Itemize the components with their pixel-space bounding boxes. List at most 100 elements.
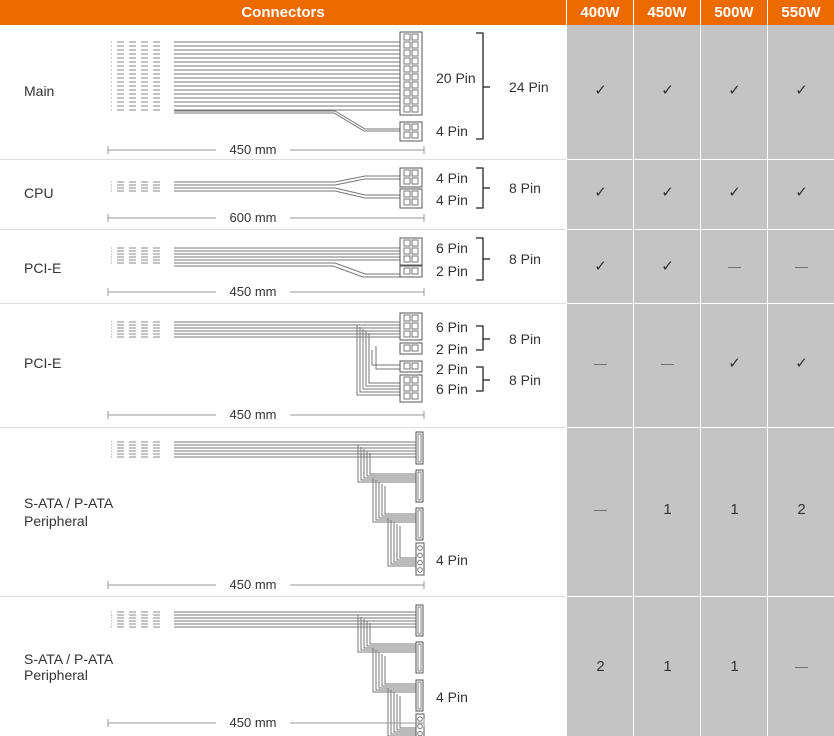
cable [393, 522, 417, 563]
row-divider [566, 427, 834, 428]
cable-length: 450 mm [216, 577, 290, 593]
cable [381, 484, 417, 517]
sata-slot [417, 509, 422, 539]
molex-pin [417, 730, 423, 736]
connector-name: S-ATA / P-ATA [24, 495, 114, 511]
connector-pin [403, 362, 411, 370]
molex-pin [417, 552, 423, 559]
molex-pin [417, 545, 423, 551]
connector-name: PCI-E [24, 355, 62, 371]
cable [369, 453, 417, 475]
connector-pin [411, 97, 419, 105]
model-header-500w: 500W [701, 0, 767, 25]
compatibility-cell: ✓ [594, 258, 607, 275]
connector-name: Peripheral [24, 667, 88, 683]
connector-pin [411, 344, 419, 352]
pin-label: 6 Pin [436, 240, 468, 256]
connector-pin [411, 392, 419, 400]
row-divider [566, 159, 834, 160]
compatibility-cell: ✓ [795, 82, 808, 99]
pin-label: 4 Pin [436, 123, 468, 139]
sata-slot [417, 471, 422, 501]
pin-group-label: 8 Pin [509, 251, 541, 267]
pin-group-label: 8 Pin [509, 331, 541, 347]
connector-4pin [399, 167, 423, 188]
cable [384, 656, 417, 685]
connector-pin [411, 131, 419, 139]
molex-pin [417, 723, 423, 730]
cable [366, 451, 417, 477]
row-divider [566, 596, 834, 597]
row-divider [566, 303, 834, 304]
cable [372, 648, 417, 693]
connector-name: Main [24, 83, 55, 99]
cable [334, 178, 401, 186]
cable-diagrams [107, 31, 490, 736]
cable [390, 690, 417, 735]
connector-pin [411, 247, 419, 255]
column-divider [767, 0, 768, 736]
connector-pin [411, 169, 419, 177]
cable [371, 350, 401, 366]
cable [378, 482, 417, 519]
connector-name: PCI-E [24, 260, 62, 276]
connector-pin [403, 123, 411, 131]
compatibility-cell: ✓ [661, 82, 674, 99]
cable [174, 262, 401, 275]
pin-label: 2 Pin [436, 341, 468, 357]
cable [381, 654, 417, 687]
connector-pin [411, 57, 419, 65]
cable [368, 333, 401, 384]
connector-pin [411, 33, 419, 41]
connector-pin [403, 255, 411, 263]
cable-length: 450 mm [216, 284, 290, 300]
cable [359, 327, 401, 393]
bracket [476, 237, 484, 281]
connector-6pin [399, 237, 423, 266]
compatibility-cell: ✓ [795, 355, 808, 372]
model-header-450w: 450W [634, 0, 700, 25]
cable-length: 600 mm [216, 210, 290, 226]
cable-length: 450 mm [216, 142, 290, 158]
cable [375, 650, 417, 691]
cable [360, 617, 417, 651]
connector-pin [411, 177, 419, 185]
compatibility-cell: — [795, 659, 808, 674]
cable [378, 652, 417, 689]
connector-24pin [399, 31, 423, 116]
connector-pin [411, 73, 419, 81]
cable [366, 621, 417, 647]
cable [360, 447, 417, 481]
molex-connector [415, 542, 425, 576]
compatibility-cell: ✓ [661, 184, 674, 201]
connector-pin [411, 267, 419, 275]
compatibility-cell: ✓ [795, 184, 808, 201]
row-divider [0, 159, 566, 160]
connector-pin [403, 314, 411, 322]
connector-pin [403, 131, 411, 139]
model-header-400w: 400W [567, 0, 633, 25]
cable [362, 329, 401, 390]
cable [375, 480, 417, 521]
connector-pin [403, 247, 411, 255]
connector-6pin [399, 312, 423, 341]
sata-slot [417, 606, 422, 635]
connector-pin [411, 198, 419, 206]
cable [357, 445, 417, 483]
pin-label: 4 Pin [436, 170, 468, 186]
compatibility-cell: — [661, 356, 674, 371]
cable [396, 694, 417, 731]
row-divider [0, 427, 566, 428]
compatibility-cell: 1 [663, 501, 672, 518]
compatibility-cell: 1 [730, 658, 739, 675]
connector-pin [403, 105, 411, 113]
connector-pin [403, 384, 411, 392]
bracket [476, 32, 484, 140]
pin-label: 4 Pin [436, 552, 468, 568]
cable [375, 346, 401, 370]
connector-6pin [399, 374, 423, 403]
connector-pin [403, 330, 411, 338]
connector-name: Peripheral [24, 513, 88, 529]
cable [363, 449, 417, 479]
cable [396, 524, 417, 561]
